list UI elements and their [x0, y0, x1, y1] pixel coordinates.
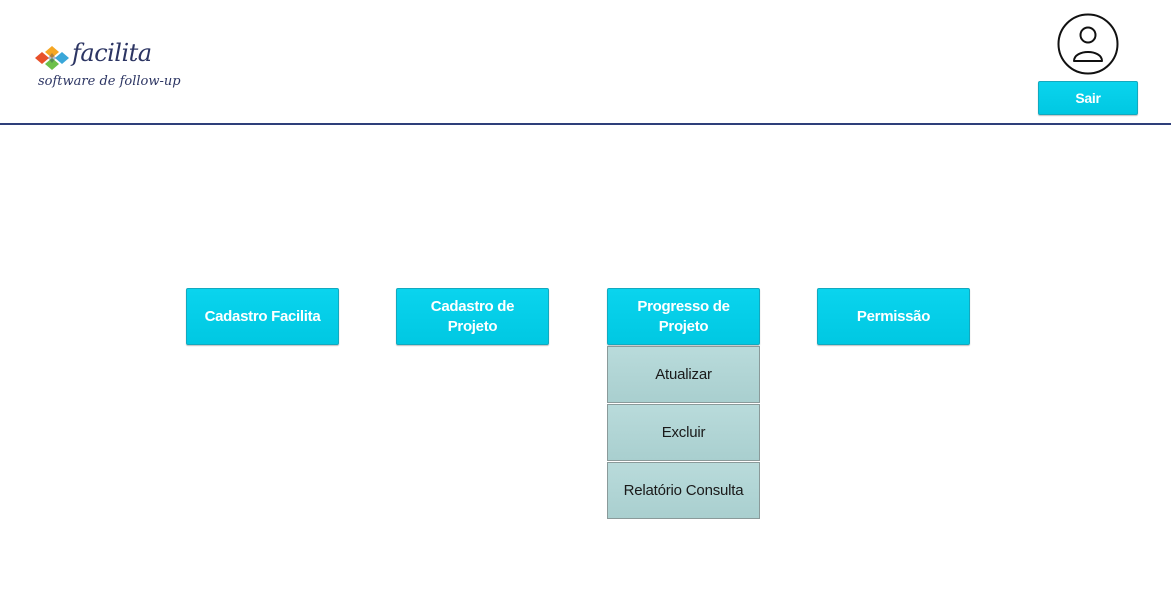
cadastro-facilita-button[interactable]: Cadastro Facilita	[186, 288, 339, 345]
logo-diamonds-icon	[35, 46, 69, 70]
submenu-excluir[interactable]: Excluir	[607, 404, 760, 461]
progresso-projeto-button[interactable]: Progresso de Projeto	[607, 288, 760, 345]
user-avatar-icon[interactable]	[1057, 13, 1119, 75]
cadastro-projeto-button[interactable]: Cadastro de Projeto	[396, 288, 549, 345]
logo-name: facilita	[72, 39, 152, 67]
submenu-atualizar[interactable]: Atualizar	[607, 346, 760, 403]
header: facilita software de follow-up Sair	[0, 0, 1171, 123]
facilita-logo: facilita software de follow-up	[33, 39, 193, 96]
logout-button[interactable]: Sair	[1038, 81, 1138, 115]
permissao-button[interactable]: Permissão	[817, 288, 970, 345]
logo-tagline: software de follow-up	[38, 74, 181, 89]
submenu-relatorio-consulta[interactable]: Relatório Consulta	[607, 462, 760, 519]
header-divider	[0, 123, 1171, 125]
